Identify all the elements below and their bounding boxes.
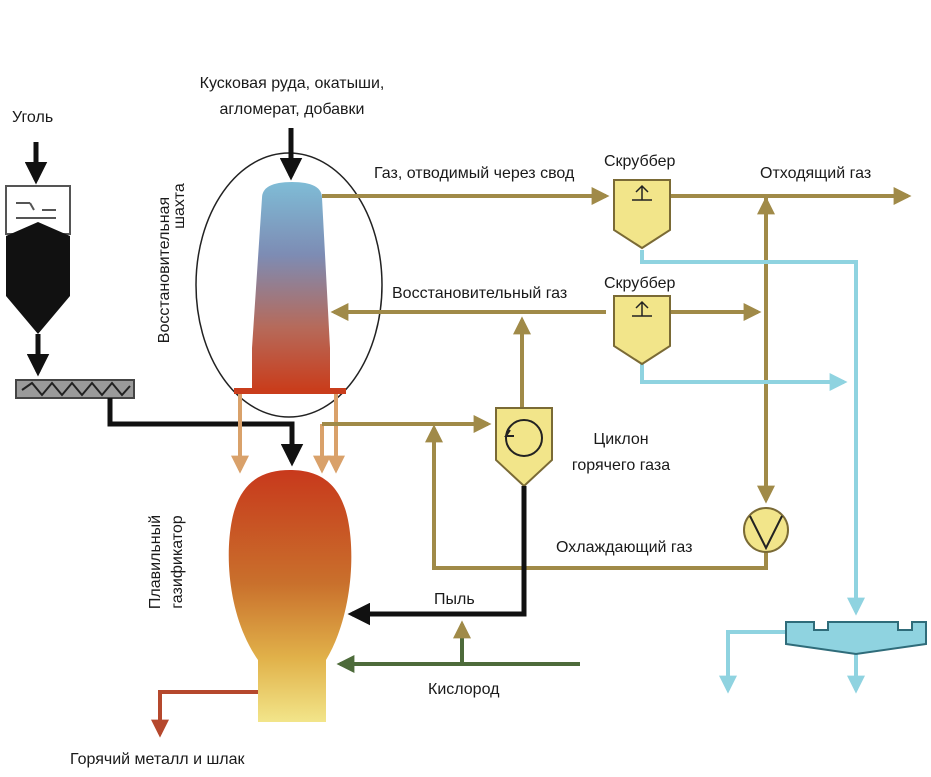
reduction-shaft — [252, 182, 330, 390]
reducing-gas-label: Восстановительный газ — [392, 285, 568, 302]
scrubber-top-label: Скруббер — [604, 153, 676, 170]
shaft-base — [234, 388, 346, 394]
exhaust-gas-label: Отходящий газ — [760, 165, 872, 182]
oxygen-line — [336, 620, 580, 673]
hot-metal-label: Горячий металл и шлак — [70, 751, 245, 768]
settling-tank — [785, 621, 927, 656]
coal-label: Уголь — [12, 109, 54, 126]
ore-label-line2: агломерат, добавки — [219, 101, 365, 118]
cyclone-label-line2: горячего газа — [571, 457, 671, 474]
coal-feed-line — [107, 398, 304, 467]
scrubber-top — [613, 179, 671, 250]
melter-gasifier — [228, 470, 352, 722]
hot-metal-line — [151, 690, 258, 738]
ore-label-line1: Кусковая руда, окатыши, — [199, 75, 385, 92]
dust-line — [347, 486, 527, 626]
reducing-gas-line — [330, 303, 762, 408]
scrubber-mid-label: Скруббер — [604, 275, 676, 292]
melter-label-line2: газификатор — [169, 515, 186, 609]
screw-conveyor — [15, 379, 135, 399]
cooling-gas-fan — [743, 507, 789, 553]
downcomer-lines — [231, 394, 345, 474]
coal-bunker — [5, 142, 71, 377]
scrubber-mid — [613, 295, 671, 366]
hot-gas-cyclone — [495, 407, 553, 488]
cyclone-label-line1: Циклон — [593, 431, 649, 448]
water-lines — [640, 250, 865, 694]
oxygen-label: Кислород — [428, 681, 500, 698]
cooling-gas-line — [322, 196, 775, 570]
reducing-shaft-label-line2: шахта — [171, 183, 188, 229]
cooling-gas-label: Охлаждающий газ — [556, 539, 693, 556]
top-gas-label: Газ, отводимый через свод — [374, 165, 575, 182]
dust-label: Пыль — [434, 591, 475, 608]
melter-label-line1: Плавильный — [147, 514, 164, 610]
